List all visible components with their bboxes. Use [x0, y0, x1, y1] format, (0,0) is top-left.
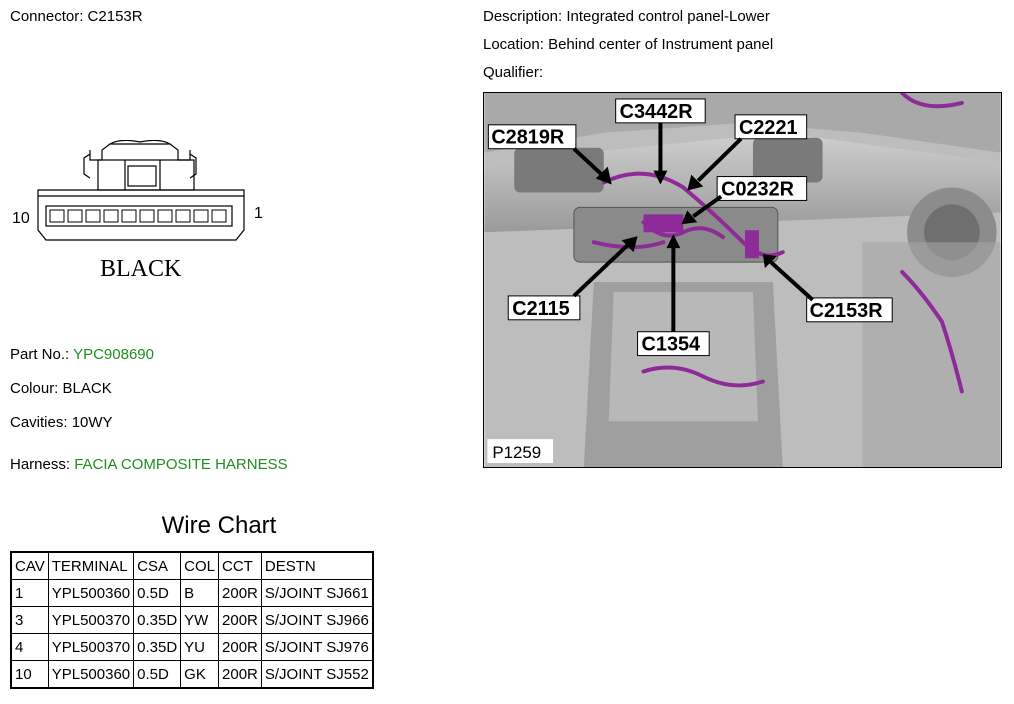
colour-value: BLACK: [62, 380, 112, 397]
header-col: COL: [180, 551, 220, 580]
callout-c2153r: C2153R: [810, 300, 883, 322]
description-label: Description:: [483, 8, 563, 25]
location-value: Behind center of Instrument panel: [548, 36, 774, 53]
cell-csa: 0.35D: [133, 606, 182, 634]
connector-header: Connector: C2153R: [10, 8, 143, 25]
cavities-label: Cavities:: [10, 414, 68, 431]
qualifier-label: Qualifier:: [483, 64, 544, 81]
cavities-value: 10WY: [71, 414, 113, 431]
connector-color-name: BLACK: [100, 256, 182, 282]
part-no-line: Part No.: YPC908690: [10, 346, 154, 363]
pin-number-left: 10: [12, 210, 30, 227]
cell-terminal: YPL500370: [47, 606, 135, 634]
header-cav: CAV: [10, 551, 49, 580]
pin-number-right: 1: [254, 205, 263, 222]
cell-csa: 0.5D: [133, 660, 182, 689]
cell-csa: 0.35D: [133, 633, 182, 661]
header-destn: DESTN: [260, 551, 374, 580]
connector-label: Connector:: [10, 8, 84, 25]
header-terminal: TERMINAL: [47, 551, 135, 580]
callout-c2115: C2115: [512, 298, 569, 320]
callout-c1354: C1354: [642, 334, 701, 356]
callout-c2819r: C2819R: [491, 127, 564, 149]
part-no-label: Part No.:: [10, 346, 70, 363]
cell-csa: 0.5D: [133, 579, 182, 607]
table-row: 3 YPL500370 0.35D YW 200R S/JOINT SJ966: [10, 606, 374, 634]
table-row: 4 YPL500370 0.35D YU 200R S/JOINT SJ976: [10, 633, 374, 661]
cell-terminal: YPL500360: [47, 660, 135, 689]
connector-face-diagram: 10 1 BLACK: [12, 140, 263, 282]
cell-destn: S/JOINT SJ661: [260, 579, 374, 607]
cell-cav: 3: [10, 606, 49, 634]
wire-chart-title: Wire Chart: [161, 512, 277, 539]
cell-cct: 200R: [218, 660, 262, 689]
cell-cav: 1: [10, 579, 49, 607]
colour-line: Colour: BLACK: [10, 380, 112, 397]
wire-chart-header-row: CAV TERMINAL CSA COL CCT DESTN: [10, 551, 374, 580]
callout-c0232r: C0232R: [721, 178, 794, 200]
part-no-link[interactable]: YPC908690: [73, 346, 154, 363]
cell-cct: 200R: [218, 606, 262, 634]
wire-chart-table: CAV TERMINAL CSA COL CCT DESTN 1 YPL5003…: [10, 551, 374, 689]
cell-destn: S/JOINT SJ552: [260, 660, 374, 689]
cell-col: GK: [180, 660, 220, 689]
cell-destn: S/JOINT SJ976: [260, 633, 374, 661]
cell-col: YU: [180, 633, 220, 661]
cell-cav: 4: [10, 633, 49, 661]
callout-c3442r: C3442R: [620, 101, 693, 123]
connector-id: C2153R: [87, 8, 143, 25]
harness-label: Harness:: [10, 456, 71, 473]
header-cct: CCT: [218, 551, 262, 580]
cell-col: B: [180, 579, 220, 607]
cell-col: YW: [180, 606, 220, 634]
location-line: Location: Behind center of Instrument pa…: [483, 36, 773, 53]
harness-line: Harness: FACIA COMPOSITE HARNESS: [10, 456, 288, 473]
location-label: Location:: [483, 36, 544, 53]
cavities-line: Cavities: 10WY: [10, 414, 113, 431]
cell-cct: 200R: [218, 633, 262, 661]
cell-cct: 200R: [218, 579, 262, 607]
cell-destn: S/JOINT SJ966: [260, 606, 374, 634]
location-photo: P1259 C3442R C2819R C2221 C0232R C2115 C…: [483, 92, 1002, 468]
colour-label: Colour:: [10, 380, 59, 397]
table-row: 10 YPL500360 0.5D GK 200R S/JOINT SJ552: [10, 660, 374, 689]
cell-terminal: YPL500360: [47, 579, 135, 607]
cell-terminal: YPL500370: [47, 633, 135, 661]
table-row: 1 YPL500360 0.5D B 200R S/JOINT SJ661: [10, 579, 374, 607]
photo-id: P1259: [492, 443, 541, 462]
cell-cav: 10: [10, 660, 49, 689]
callout-c2221: C2221: [739, 117, 798, 139]
description-value: Integrated control panel-Lower: [566, 8, 770, 25]
harness-link[interactable]: FACIA COMPOSITE HARNESS: [74, 456, 288, 473]
header-csa: CSA: [133, 551, 182, 580]
qualifier-line: Qualifier:: [483, 64, 543, 81]
description-line: Description: Integrated control panel-Lo…: [483, 8, 770, 25]
